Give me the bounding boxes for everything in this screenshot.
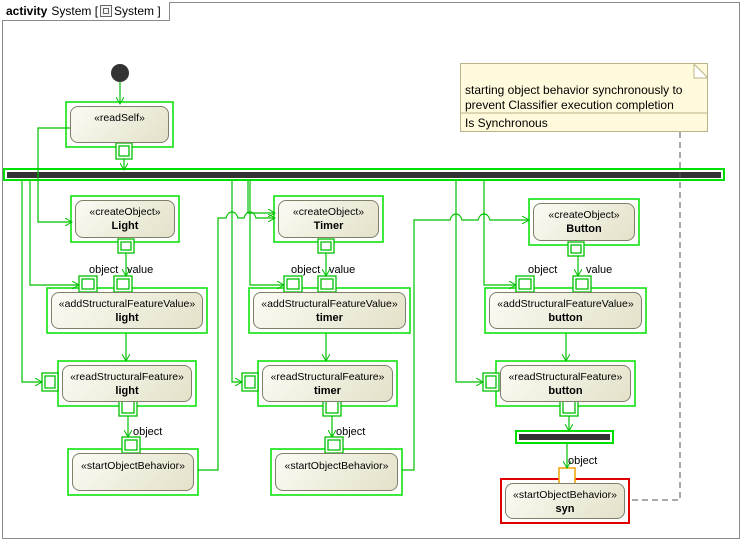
stereotype: «createObject» [89, 206, 161, 218]
pin-label-object: object [133, 426, 163, 438]
action-read-self[interactable]: «readSelf» [70, 106, 169, 143]
pin-label-object: object [291, 264, 321, 276]
pin-label-object: object [528, 264, 558, 276]
pin-label-object: object [568, 455, 598, 467]
action-add-light[interactable]: «addStructuralFeatureValue» light [51, 292, 203, 329]
stereotype: «createObject» [292, 206, 365, 218]
stereotype: «addStructuralFeatureValue» [261, 298, 398, 310]
pin-label-value: value [127, 264, 154, 276]
stereotype: «readSelf» [94, 112, 145, 124]
pin-label-object: object [89, 264, 119, 276]
note-text: starting object behavior synchronously t… [465, 83, 683, 112]
action-create-light[interactable]: «createObject» Light [75, 200, 175, 238]
stereotype: «readStructuralFeature» [270, 371, 385, 383]
stereotype: «readStructuralFeature» [70, 371, 184, 383]
frame-bracket: ] [157, 4, 161, 18]
action-read-button[interactable]: «readStructuralFeature» button [500, 365, 631, 402]
action-name: Timer [313, 220, 344, 232]
action-start-syn[interactable]: «startObjectBehavior» syn [505, 483, 625, 519]
frame-type-name: System [114, 4, 155, 18]
pins [41, 142, 592, 454]
stereotype: «readStructuralFeature» [508, 371, 623, 383]
action-name: timer [314, 385, 341, 397]
initial-node[interactable] [111, 64, 129, 82]
action-add-timer[interactable]: «addStructuralFeatureValue» timer [253, 292, 406, 329]
pin-label-value: value [586, 264, 613, 276]
stereotype: «addStructuralFeatureValue» [58, 298, 196, 310]
action-name: button [548, 312, 583, 324]
stereotype: «startObjectBehavior» [81, 460, 185, 472]
action-name: Light [111, 220, 139, 232]
note-anchor [630, 132, 681, 501]
action-name: syn [555, 503, 575, 515]
stereotype: «createObject» [548, 209, 620, 221]
action-name: Button [566, 223, 602, 235]
action-name: button [548, 385, 583, 397]
fork-bar-2-highlight [515, 430, 614, 444]
action-start-timer[interactable]: «startObjectBehavior» [275, 453, 398, 491]
action-add-button[interactable]: «addStructuralFeatureValue» button [489, 292, 642, 329]
frame-kind: activity [6, 4, 48, 18]
action-name: light [115, 312, 139, 324]
action-name: timer [316, 312, 343, 324]
action-read-timer[interactable]: «readStructuralFeature» timer [262, 365, 393, 402]
action-start-light[interactable]: «startObjectBehavior» [72, 453, 194, 491]
pin-label-value: value [329, 264, 356, 276]
pin-syn-object[interactable] [558, 467, 576, 485]
flows [21, 82, 578, 471]
fork-bar-2[interactable] [519, 434, 610, 440]
note-shape [460, 63, 708, 114]
stereotype: «startObjectBehavior» [513, 489, 617, 501]
action-create-timer[interactable]: «createObject» Timer [278, 200, 379, 238]
stereotype: «startObjectBehavior» [284, 460, 389, 472]
comment-note[interactable]: starting object behavior synchronously t… [460, 63, 708, 132]
stereotype: «addStructuralFeatureValue» [497, 298, 634, 310]
class-icon [100, 5, 113, 17]
action-name: light [115, 385, 139, 397]
action-create-button[interactable]: «createObject» Button [533, 203, 635, 241]
fork-bar-highlight [3, 168, 725, 181]
action-read-light[interactable]: «readStructuralFeature» light [62, 365, 192, 402]
pin-label-object: object [336, 426, 366, 438]
note-property: Is Synchronous [465, 116, 548, 130]
fork-bar[interactable] [7, 172, 721, 178]
frame-name: System [ [51, 4, 99, 18]
